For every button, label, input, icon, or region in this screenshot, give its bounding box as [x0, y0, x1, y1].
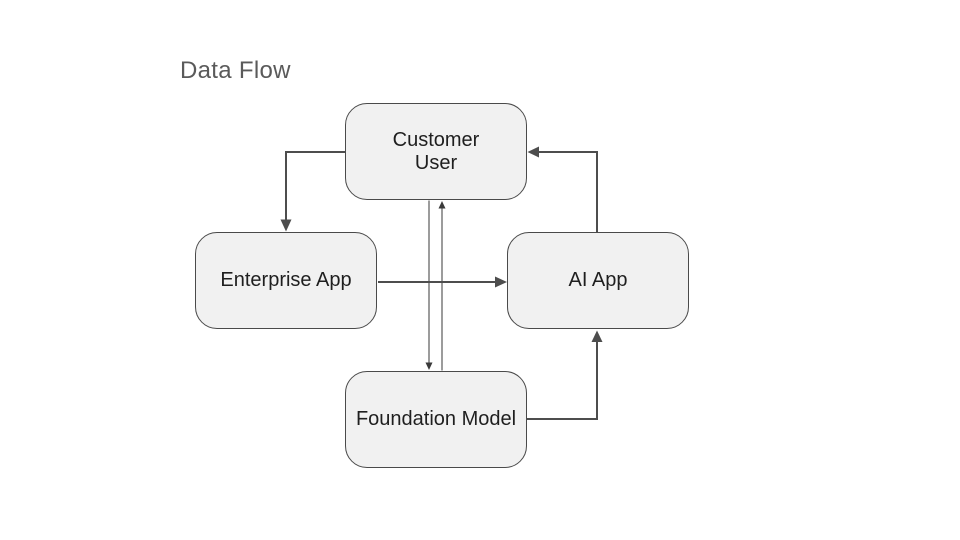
node-label: Customer User [392, 128, 480, 174]
node-ai-app[interactable]: AI App [507, 232, 689, 329]
node-label: AI App [568, 269, 628, 291]
node-customer-user[interactable]: Customer User [345, 103, 527, 200]
node-enterprise-app[interactable]: Enterprise App [195, 232, 377, 329]
edge-customer-user-to-enterprise-app[interactable] [280, 151, 346, 232]
arrowhead-up-icon [438, 201, 446, 209]
node-label: Foundation Model [355, 408, 517, 430]
arrowhead-left-icon [527, 146, 539, 158]
edge-enterprise-app-to-ai-app[interactable] [378, 276, 507, 288]
arrowhead-right-icon [495, 276, 507, 288]
diagram-title: Data Flow [180, 57, 291, 84]
arrowhead-down-icon [425, 362, 433, 370]
node-foundation-model[interactable]: Foundation Model [345, 371, 527, 468]
node-label: Enterprise App [220, 269, 352, 291]
edge-customer-user-to-foundation-model[interactable] [425, 200, 433, 371]
edge-foundation-model-to-ai-app[interactable] [527, 330, 603, 420]
edge-foundation-model-to-customer-user[interactable] [438, 201, 446, 371]
arrowhead-up-icon [591, 330, 603, 342]
edge-ai-app-to-customer-user[interactable] [527, 146, 598, 233]
arrowhead-down-icon [280, 219, 292, 232]
